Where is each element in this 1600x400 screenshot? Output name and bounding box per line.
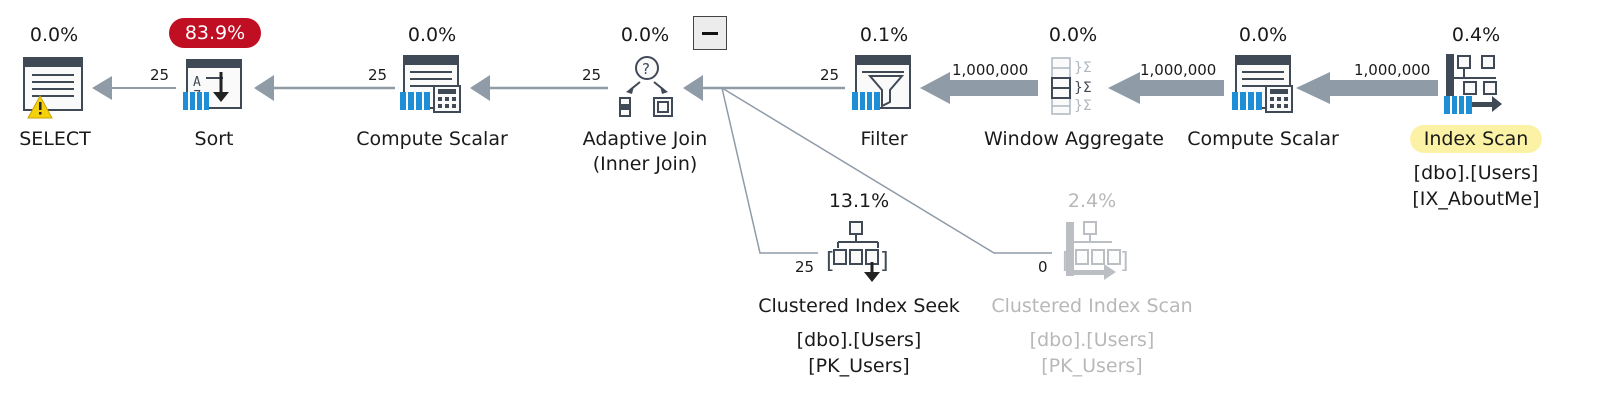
edge-sort-select[interactable] [92,76,176,100]
rows-window-filter: 1,000,000 [952,61,1029,79]
svg-text:}Σ: }Σ [1074,80,1092,96]
index-scan-index: [IX_AboutMe] [1412,188,1540,210]
edge-seek-join[interactable] [721,87,818,254]
sort-icon[interactable]: A Z [183,59,242,110]
svg-text:[: [ [1062,249,1071,274]
compute-scalar-icon[interactable] [1232,55,1293,113]
cost-adaptive-join: 0.0% [620,24,670,46]
label-index-scan[interactable]: Index Scan [1366,125,1586,153]
window-aggregate-icon[interactable]: }Σ }Σ }Σ [1051,57,1092,115]
cost-compute-scalar-1: 0.0% [407,24,457,46]
svg-text:]: ] [880,249,889,274]
svg-text:?: ? [642,60,650,78]
svg-text:}Σ: }Σ [1074,98,1092,114]
label-compute-scalar-1[interactable]: Compute Scalar [356,128,508,150]
label-select[interactable]: SELECT [19,128,91,150]
cost-sort: 83.9% [169,18,261,48]
clustered-index-scan-object: [dbo].[Users] [1029,329,1155,351]
clustered-index-seek-index: [PK_Users] [808,355,910,377]
label-filter[interactable]: Filter [860,128,908,150]
edge-compute-sort[interactable] [254,75,395,101]
clustered-index-seek-object: [dbo].[Users] [796,329,922,351]
select-icon[interactable] [23,57,83,119]
index-scan-object: [dbo].[Users] [1413,162,1539,184]
rows-cscan-join: 0 [1038,258,1048,276]
label-adaptive-join[interactable]: Adaptive Join [582,128,708,150]
label-window-aggregate[interactable]: Window Aggregate [984,128,1164,150]
cost-window-aggregate: 0.0% [1048,24,1098,46]
clustered-index-seek-icon[interactable]: [ ] [826,221,889,282]
clustered-index-scan-icon[interactable]: [ ] [1062,221,1129,280]
label-clustered-index-scan[interactable]: Clustered Index Scan [991,295,1193,317]
rows-compute-sort: 25 [368,66,388,84]
index-scan-icon[interactable] [1444,54,1502,114]
label-sort[interactable]: Sort [194,128,234,150]
svg-text:[: [ [826,249,835,274]
edge-join-compute[interactable] [470,75,608,101]
svg-text:}Σ: }Σ [1074,60,1092,76]
label-compute-scalar-2[interactable]: Compute Scalar [1187,128,1339,150]
label-clustered-index-seek[interactable]: Clustered Index Seek [758,295,960,317]
cost-select: 0.0% [29,24,79,46]
clustered-index-scan-index: [PK_Users] [1041,355,1143,377]
rows-join-compute: 25 [582,66,602,84]
rows-compute-window: 1,000,000 [1140,61,1217,79]
rows-sort-select: 25 [150,66,170,84]
edge-window-filter[interactable] [920,72,1038,104]
cost-index-scan: 0.4% [1451,24,1501,46]
label-adaptive-join-type: (Inner Join) [592,153,698,175]
rows-filter-join: 25 [820,66,840,84]
edge-compute-window[interactable] [1108,72,1224,104]
cost-clustered-index-seek: 13.1% [828,190,890,212]
svg-text:A: A [193,75,201,90]
edge-cscan-join[interactable] [721,87,1052,254]
edge-scan-compute[interactable] [1296,72,1438,104]
cost-filter: 0.1% [859,24,909,46]
index-scan-selected-label[interactable]: Index Scan [1409,125,1543,153]
filter-icon[interactable] [852,55,911,110]
collapse-button[interactable] [693,16,727,50]
edge-filter-join[interactable] [683,75,845,101]
compute-scalar-icon[interactable] [400,55,461,113]
rows-scan-compute: 1,000,000 [1354,61,1431,79]
rows-seek-join: 25 [795,258,815,276]
svg-text:]: ] [1120,249,1129,274]
cost-clustered-index-scan: 2.4% [1067,190,1117,212]
adaptive-join-icon[interactable]: ? [619,56,673,117]
cost-compute-scalar-2: 0.0% [1238,24,1288,46]
